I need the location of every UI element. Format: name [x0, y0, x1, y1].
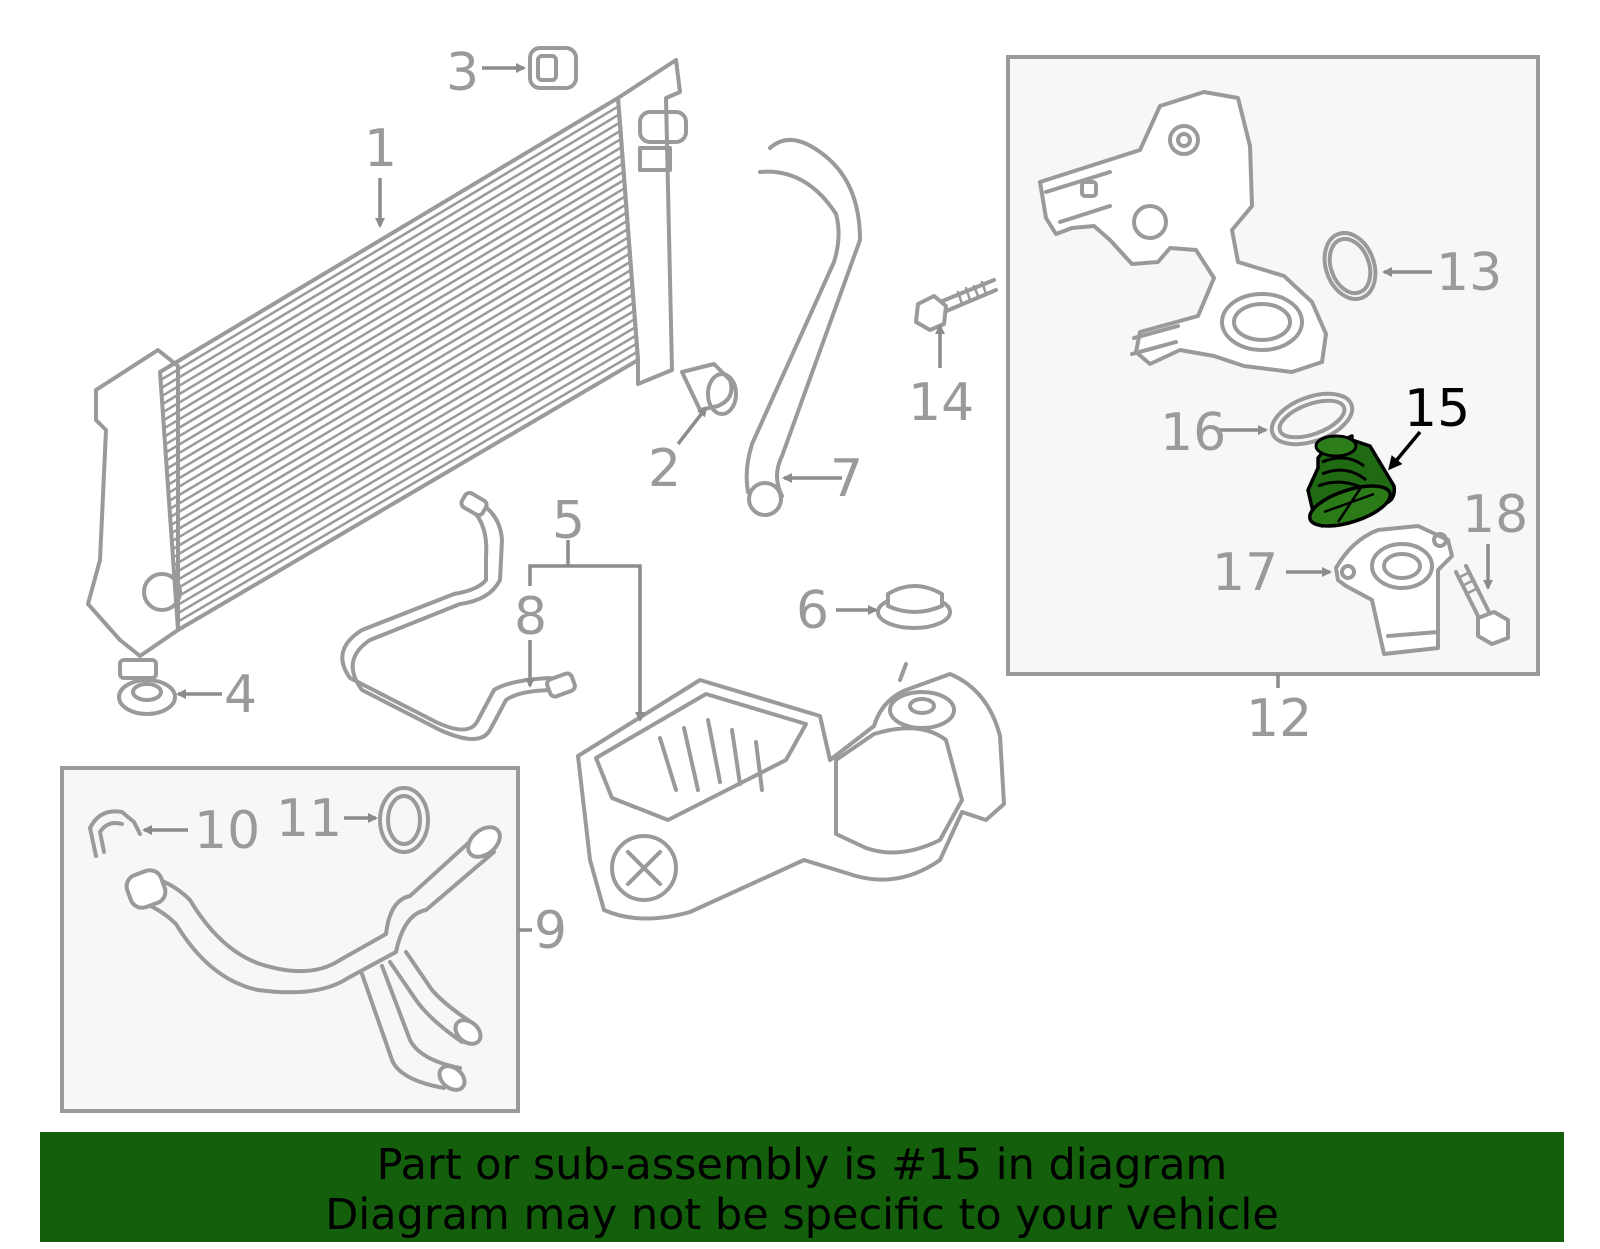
banner-line-2: Diagram may not be specific to your vehi… [325, 1190, 1279, 1240]
reservoir-cap [876, 584, 952, 630]
thermostat-highlighted [1306, 434, 1397, 528]
thermostat-housing [1038, 90, 1328, 374]
callout-14: 14 [908, 373, 974, 433]
o-ring-11 [378, 786, 430, 854]
callout-11: 11 [276, 789, 342, 849]
o-ring-13 [1322, 231, 1378, 301]
bushing [528, 46, 578, 90]
insulator [117, 678, 177, 716]
grommet [680, 362, 738, 416]
callout-4: 4 [224, 665, 257, 725]
callout-18: 18 [1462, 485, 1528, 545]
bolt-14 [914, 278, 998, 332]
callout-12: 12 [1246, 689, 1312, 749]
banner-line-1: Part or sub-assembly is #15 in diagram [376, 1140, 1228, 1190]
callout-1: 1 [364, 119, 397, 179]
callout-numbers: 1 2 3 4 5 6 7 8 9 10 11 12 13 14 15 16 1… [194, 43, 1528, 961]
callout-5: 5 [552, 491, 585, 551]
info-banner: Part or sub-assembly is #15 in diagram D… [40, 1132, 1564, 1242]
bolt-18 [1454, 564, 1510, 646]
callout-8: 8 [514, 587, 547, 647]
callout-6: 6 [796, 581, 829, 641]
hose-assembly-box [60, 766, 520, 1113]
leader-lines [142, 63, 1493, 932]
callout-13: 13 [1436, 243, 1502, 303]
callout-7: 7 [830, 449, 863, 509]
callout-9: 9 [534, 901, 567, 961]
coolant-reservoir [576, 662, 1006, 921]
callout-3: 3 [446, 43, 479, 103]
callout-15: 15 [1404, 379, 1470, 439]
callout-17: 17 [1212, 543, 1278, 603]
callout-16: 16 [1160, 403, 1226, 463]
radiator [86, 58, 688, 680]
callout-10: 10 [194, 801, 260, 861]
hose-clip [88, 809, 142, 858]
bleed-tube [340, 490, 577, 741]
callout-2: 2 [648, 439, 681, 499]
upper-hose [744, 138, 862, 517]
thermostat-cover [1334, 524, 1454, 656]
heater-hose [124, 825, 502, 1092]
